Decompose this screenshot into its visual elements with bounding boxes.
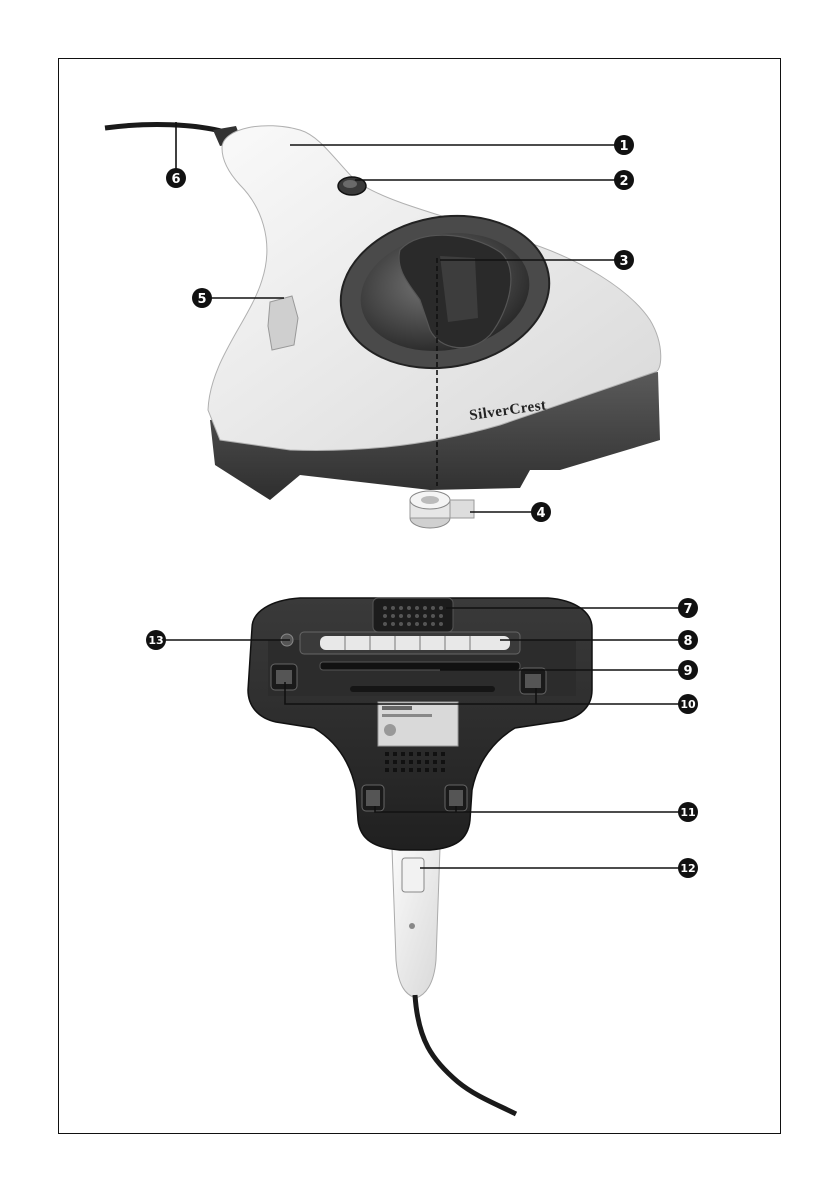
roller-left-wheel: [276, 670, 292, 684]
uv-lamp: [320, 636, 510, 650]
callout-4: 4: [531, 502, 551, 522]
callout-9: 9: [678, 660, 698, 680]
svg-text:2: 2: [619, 174, 628, 189]
svg-text:11: 11: [680, 806, 695, 819]
svg-text:8: 8: [683, 634, 692, 649]
callout-8: 8: [678, 630, 698, 650]
suction-slot: [320, 662, 520, 670]
rear-roller-left-wheel: [366, 790, 380, 806]
svg-text:12: 12: [680, 862, 695, 875]
callout-11: 11: [678, 802, 698, 822]
rear-roller-right-wheel: [449, 790, 463, 806]
device-top-view: SilverCrest: [105, 125, 661, 528]
bottom-cable: [415, 995, 516, 1114]
svg-text:1: 1: [619, 139, 628, 154]
svg-text:4: 4: [536, 506, 545, 521]
svg-text:10: 10: [680, 698, 696, 711]
callout-5: 5: [192, 288, 212, 308]
svg-text:7: 7: [683, 602, 692, 617]
callout-1: 1: [614, 135, 634, 155]
device-bottom-view: [248, 598, 592, 1114]
callout-10: 10: [678, 694, 698, 714]
svg-text:3: 3: [619, 254, 628, 269]
rating-label-mark: [384, 724, 396, 736]
lower-slot: [350, 686, 495, 692]
power-cable: [105, 125, 225, 132]
callout-3: 3: [614, 250, 634, 270]
rating-label-line: [382, 706, 412, 710]
handle-hinge: [402, 858, 424, 892]
callout-6: 6: [166, 168, 186, 188]
callout-7: 7: [678, 598, 698, 618]
callout-2: 2: [614, 170, 634, 190]
svg-text:6: 6: [171, 172, 180, 187]
power-button-highlight: [343, 180, 357, 188]
svg-text:5: 5: [197, 292, 206, 307]
filter-part: [410, 491, 474, 528]
handle-screw: [409, 923, 415, 929]
callout-12: 12: [678, 858, 698, 878]
svg-text:9: 9: [683, 664, 692, 679]
rating-label-line: [382, 714, 432, 717]
svg-text:13: 13: [148, 634, 163, 647]
roller-right-wheel: [525, 674, 541, 688]
side-grip: [268, 296, 298, 350]
callout-13: 13: [146, 630, 166, 650]
